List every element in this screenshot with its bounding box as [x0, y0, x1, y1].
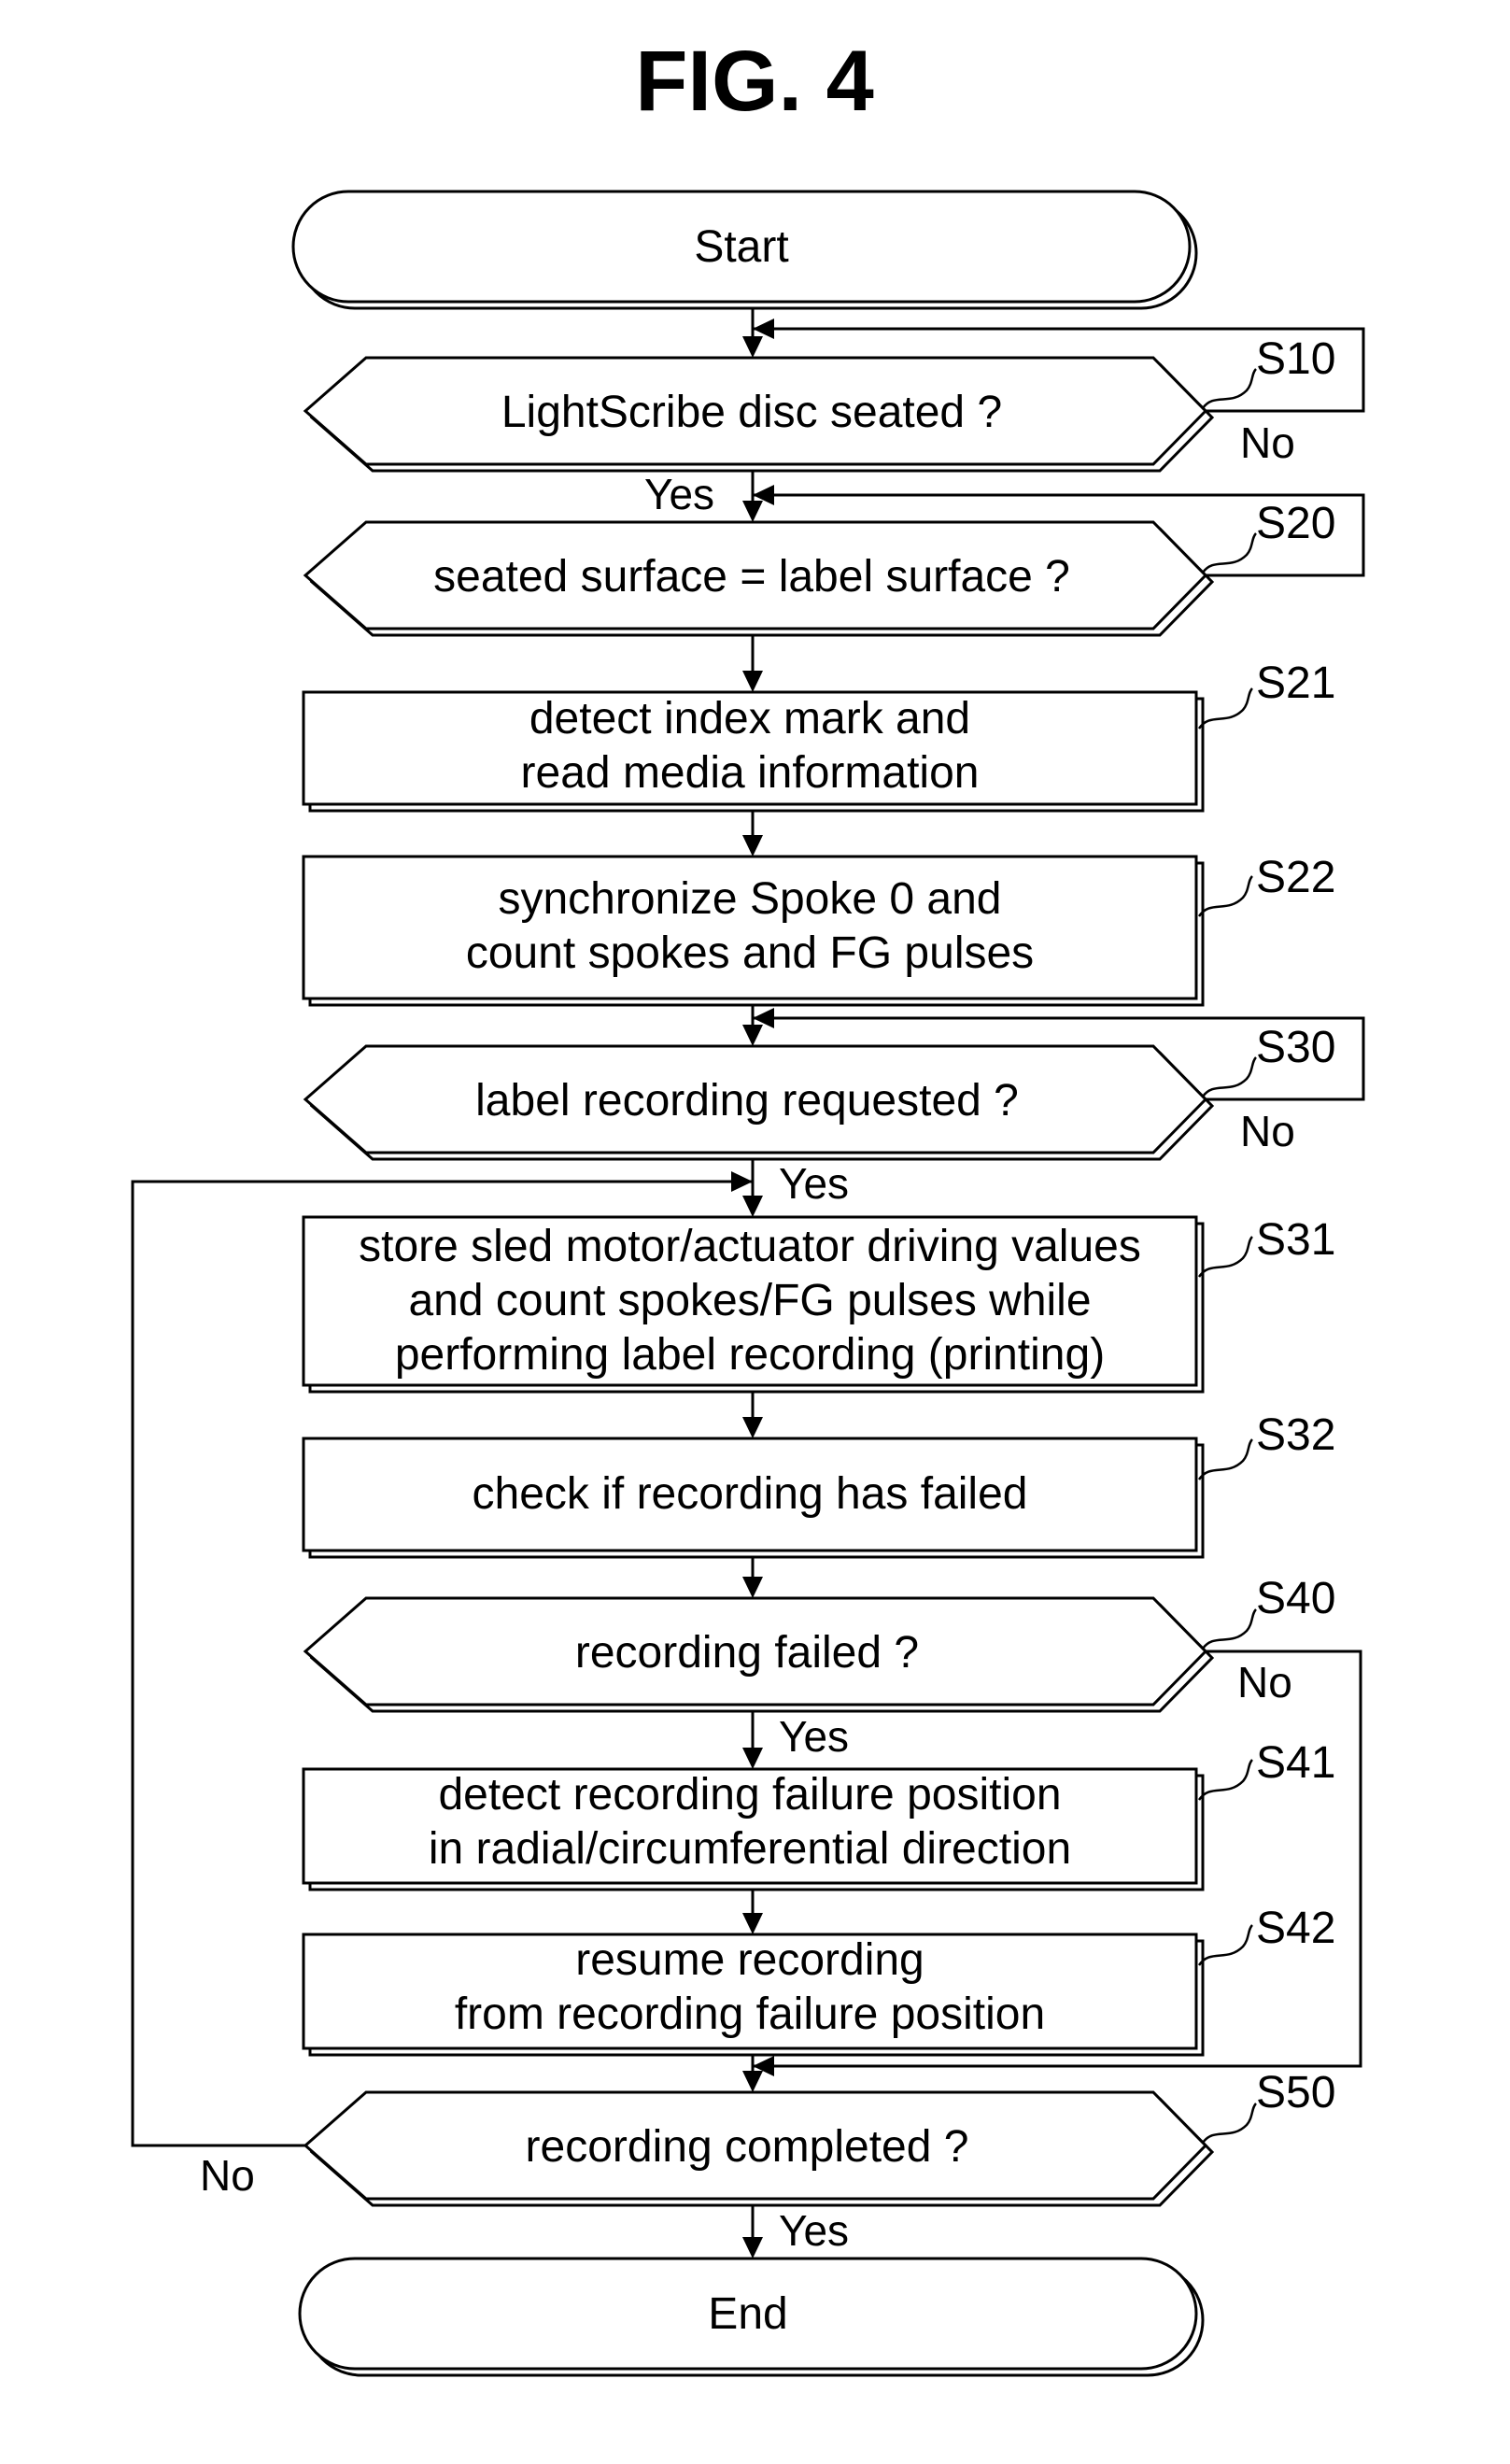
s32-step-label: S32	[1256, 1410, 1335, 1460]
s31-step-label: S31	[1256, 1215, 1335, 1265]
s22-line-2: count spokes and FG pulses	[466, 928, 1034, 978]
s42-line-2: from recording failure position	[455, 1990, 1045, 2039]
s10-step-label: S10	[1256, 334, 1335, 384]
s10-label: LightScribe disc seated ?	[501, 388, 1002, 437]
s42-line-1: resume recording	[575, 1935, 924, 1985]
s10-yes-label: Yes	[644, 470, 714, 518]
s10-no-label: No	[1240, 418, 1295, 467]
process-s22: synchronize Spoke 0 and count spokes and…	[303, 857, 1203, 1005]
s30-no-label: No	[1240, 1107, 1295, 1155]
process-s21: detect index mark and read media informa…	[303, 692, 1203, 811]
process-s32: check if recording has failed	[303, 1438, 1203, 1557]
s22-step-label: S22	[1256, 853, 1335, 902]
decision-s10: LightScribe disc seated ?	[305, 358, 1212, 471]
s31-line-2: and count spokes/FG pulses while	[408, 1276, 1091, 1325]
s21-step-label: S21	[1256, 658, 1335, 708]
s42-step-label: S42	[1256, 1904, 1335, 1953]
start-label: Start	[694, 222, 788, 272]
s50-no-label: No	[200, 2151, 255, 2200]
s30-label: label recording requested ?	[475, 1076, 1019, 1126]
s30-yes-label: Yes	[779, 1159, 849, 1208]
process-s31: store sled motor/actuator driving values…	[303, 1217, 1203, 1392]
s21-line-2: read media information	[521, 748, 980, 798]
s20-step-label: S20	[1256, 499, 1335, 548]
s20-label: seated surface = label surface ?	[433, 552, 1070, 602]
s41-step-label: S41	[1256, 1738, 1335, 1788]
s21-line-1: detect index mark and	[529, 694, 970, 743]
decision-s20: seated surface = label surface ?	[305, 522, 1212, 635]
start-terminal: Start	[293, 191, 1196, 308]
s31-line-1: store sled motor/actuator driving values	[359, 1222, 1141, 1271]
figure-title: FIG. 4	[635, 34, 874, 129]
end-label: End	[708, 2289, 787, 2339]
decision-s30: label recording requested ?	[305, 1046, 1212, 1159]
s30-step-label: S30	[1256, 1023, 1335, 1072]
s50-label: recording completed ?	[526, 2122, 969, 2172]
process-s42: resume recording from recording failure …	[303, 1934, 1203, 2055]
s40-step-label: S40	[1256, 1574, 1335, 1623]
s22-line-1: synchronize Spoke 0 and	[498, 874, 1001, 924]
s40-yes-label: Yes	[779, 1712, 849, 1761]
process-s41: detect recording failure position in rad…	[303, 1769, 1203, 1890]
s41-line-1: detect recording failure position	[438, 1770, 1061, 1820]
s40-label: recording failed ?	[575, 1628, 919, 1678]
decision-s50: recording completed ?	[305, 2092, 1212, 2205]
s40-no-label: No	[1237, 1658, 1292, 1706]
decision-s40: recording failed ?	[305, 1598, 1212, 1711]
s31-line-3: performing label recording (printing)	[395, 1330, 1105, 1380]
s50-yes-label: Yes	[779, 2206, 849, 2255]
s41-line-2: in radial/circumferential direction	[429, 1824, 1071, 1874]
end-terminal: End	[300, 2259, 1203, 2375]
s50-step-label: S50	[1256, 2068, 1335, 2117]
s32-label: check if recording has failed	[473, 1469, 1028, 1519]
